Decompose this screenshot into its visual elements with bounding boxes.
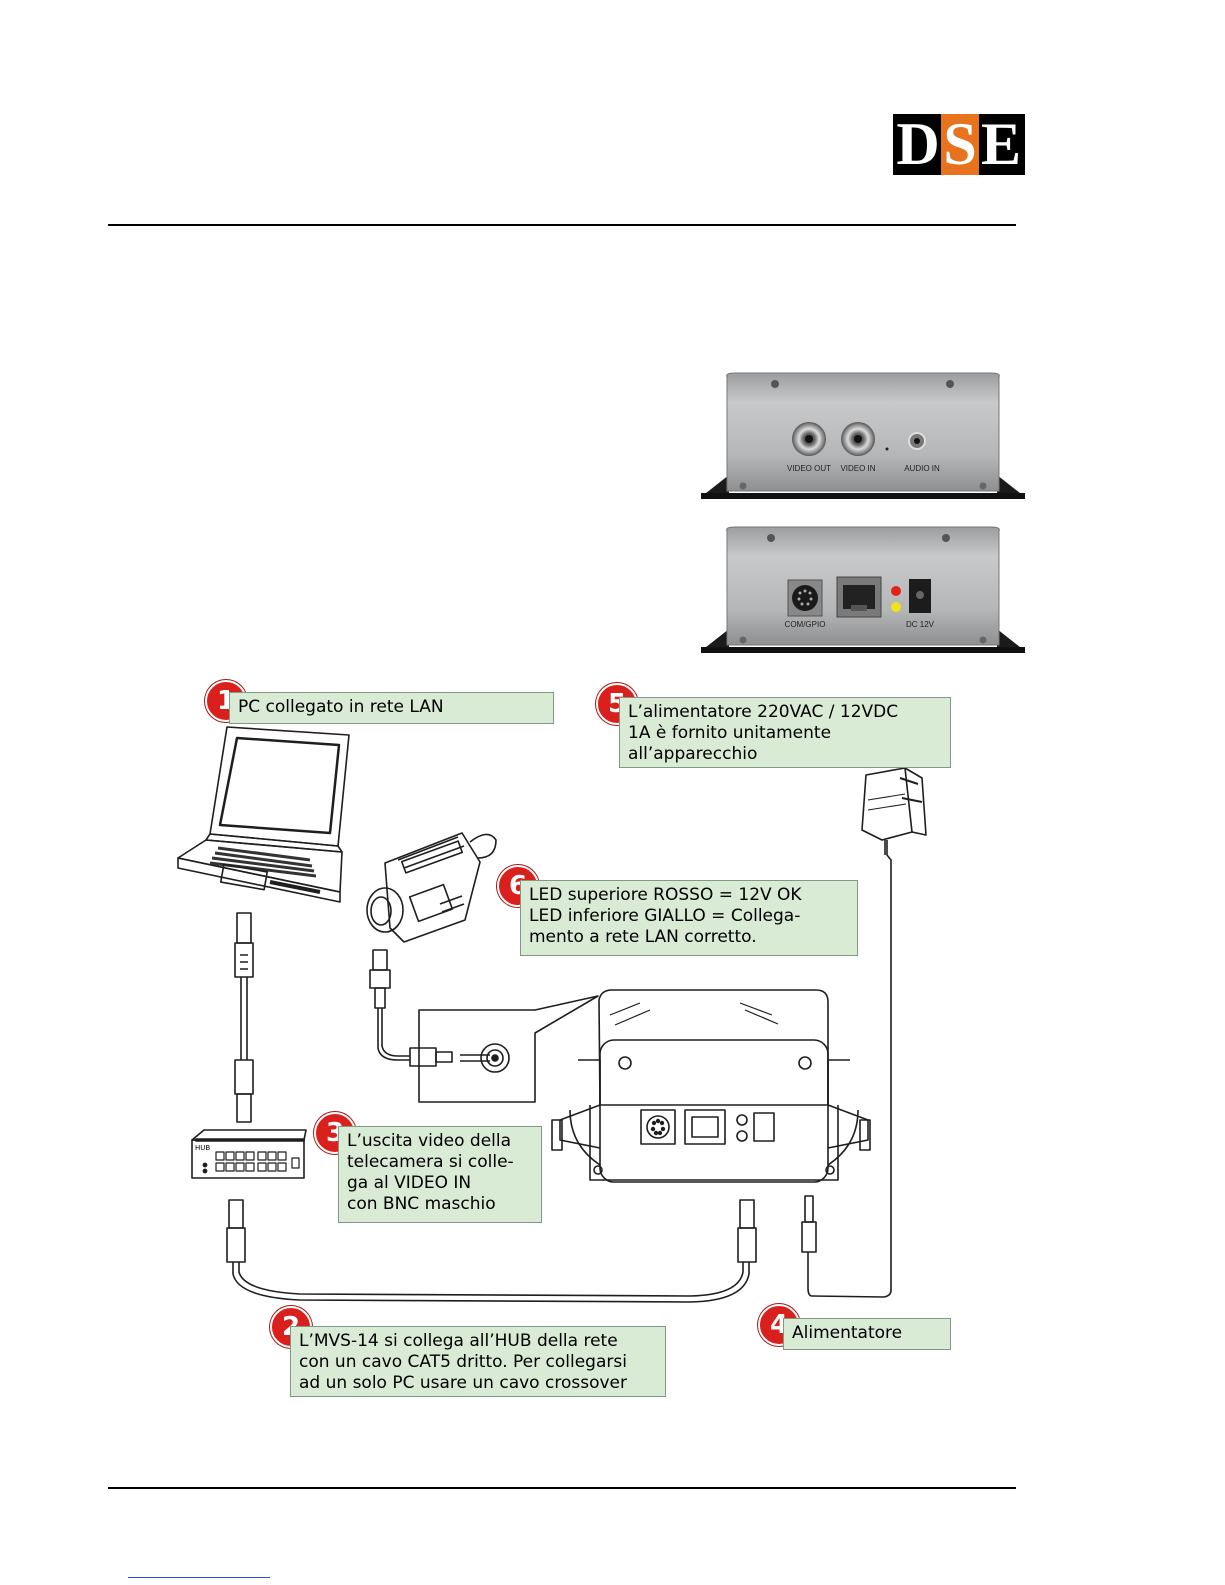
callout-1-line-1: PC collegato in rete LAN <box>238 697 444 717</box>
callout-5-line-2: 1A è fornito unitamente <box>628 723 832 743</box>
callout-3-line-1: L’uscita video della <box>347 1131 512 1151</box>
callout-4: Alimentatore <box>783 1318 951 1350</box>
encoder-device-illustration <box>551 989 871 1183</box>
logo-letter-e: E <box>980 114 1022 175</box>
callout-2-line-3: ad un solo PC usare un cavo crossover <box>299 1373 627 1393</box>
laptop-ethernet-cable <box>234 912 254 1123</box>
footer-rule <box>108 1487 1016 1489</box>
logo-accent <box>941 114 979 175</box>
power-adapter-illustration <box>801 767 927 1298</box>
callout-6-line-2: LED inferiore GIALLO = Collega- <box>529 906 801 926</box>
hub-label: HUB <box>195 1144 211 1152</box>
hub-illustration <box>191 1129 307 1179</box>
label-video-in: VIDEO IN <box>840 464 875 473</box>
device-front-photo: VIDEO OUT VIDEO IN AUDIO IN <box>701 371 1025 504</box>
callout-5-line-1: L’alimentatore 220VAC / 12VDC <box>628 702 899 722</box>
callout-3-line-2: telecamera si colle- <box>347 1152 514 1172</box>
bnc-zoom-detail <box>418 995 599 1103</box>
camera-illustration <box>366 832 497 943</box>
logo-letter-d: D <box>896 114 940 175</box>
callout-3-line-3: ga al VIDEO IN <box>347 1173 472 1193</box>
callout-5-line-3: all’apparecchio <box>628 744 758 764</box>
footer-link-underline[interactable] <box>128 1577 270 1578</box>
device-back-photo: COM/GPIO DC 12V <box>701 525 1025 657</box>
header-rule <box>108 224 1016 226</box>
callout-4-line-1: Alimentatore <box>792 1323 903 1343</box>
bnc-cable <box>369 949 453 1067</box>
callout-2-line-1: L’MVS-14 si collega all’HUB della rete <box>299 1331 618 1351</box>
callout-2-line-2: con un cavo CAT5 dritto. Per collegarsi <box>299 1352 627 1372</box>
logo-letter-s: S <box>943 114 977 175</box>
hub-device-cable <box>226 1199 757 1303</box>
callout-6-line-1: LED superiore ROSSO = 12V OK <box>529 885 802 905</box>
callout-3-line-4: con BNC maschio <box>347 1194 496 1214</box>
dse-logo: D S E <box>893 114 1025 175</box>
callout-1: PC collegato in rete LAN <box>229 692 554 724</box>
label-audio-in: AUDIO IN <box>904 464 940 473</box>
label-video-out: VIDEO OUT <box>787 464 831 473</box>
callout-6-line-3: mento a rete LAN corretto. <box>529 927 757 947</box>
laptop-illustration <box>177 726 350 903</box>
label-com-gpio: COM/GPIO <box>785 620 826 629</box>
label-dc-12v: DC 12V <box>906 620 935 629</box>
